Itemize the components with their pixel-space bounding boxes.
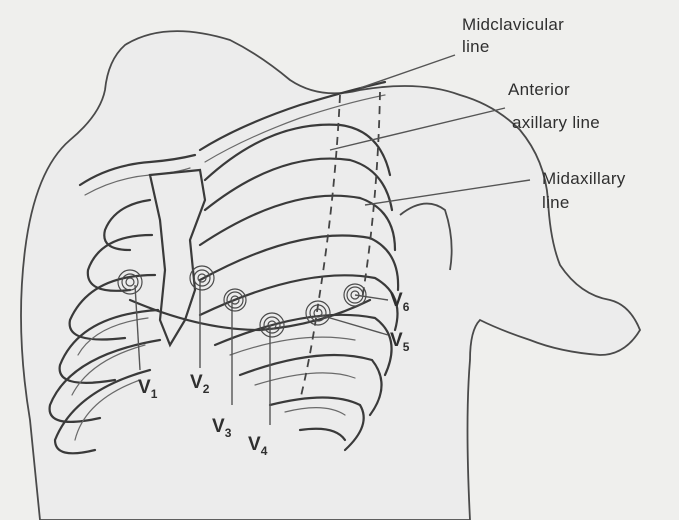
midclavicular-label-line2: line bbox=[462, 37, 490, 56]
midaxillary-label-line2: line bbox=[542, 193, 570, 212]
anterior-axillary-label-line2: axillary line bbox=[512, 113, 600, 132]
midclavicular-leader bbox=[360, 55, 455, 88]
anterior-axillary-label-line1: Anterior bbox=[508, 80, 570, 99]
midclavicular-label-line1: Midclavicular bbox=[462, 15, 564, 34]
midaxillary-label-line1: Midaxillary bbox=[542, 169, 626, 188]
